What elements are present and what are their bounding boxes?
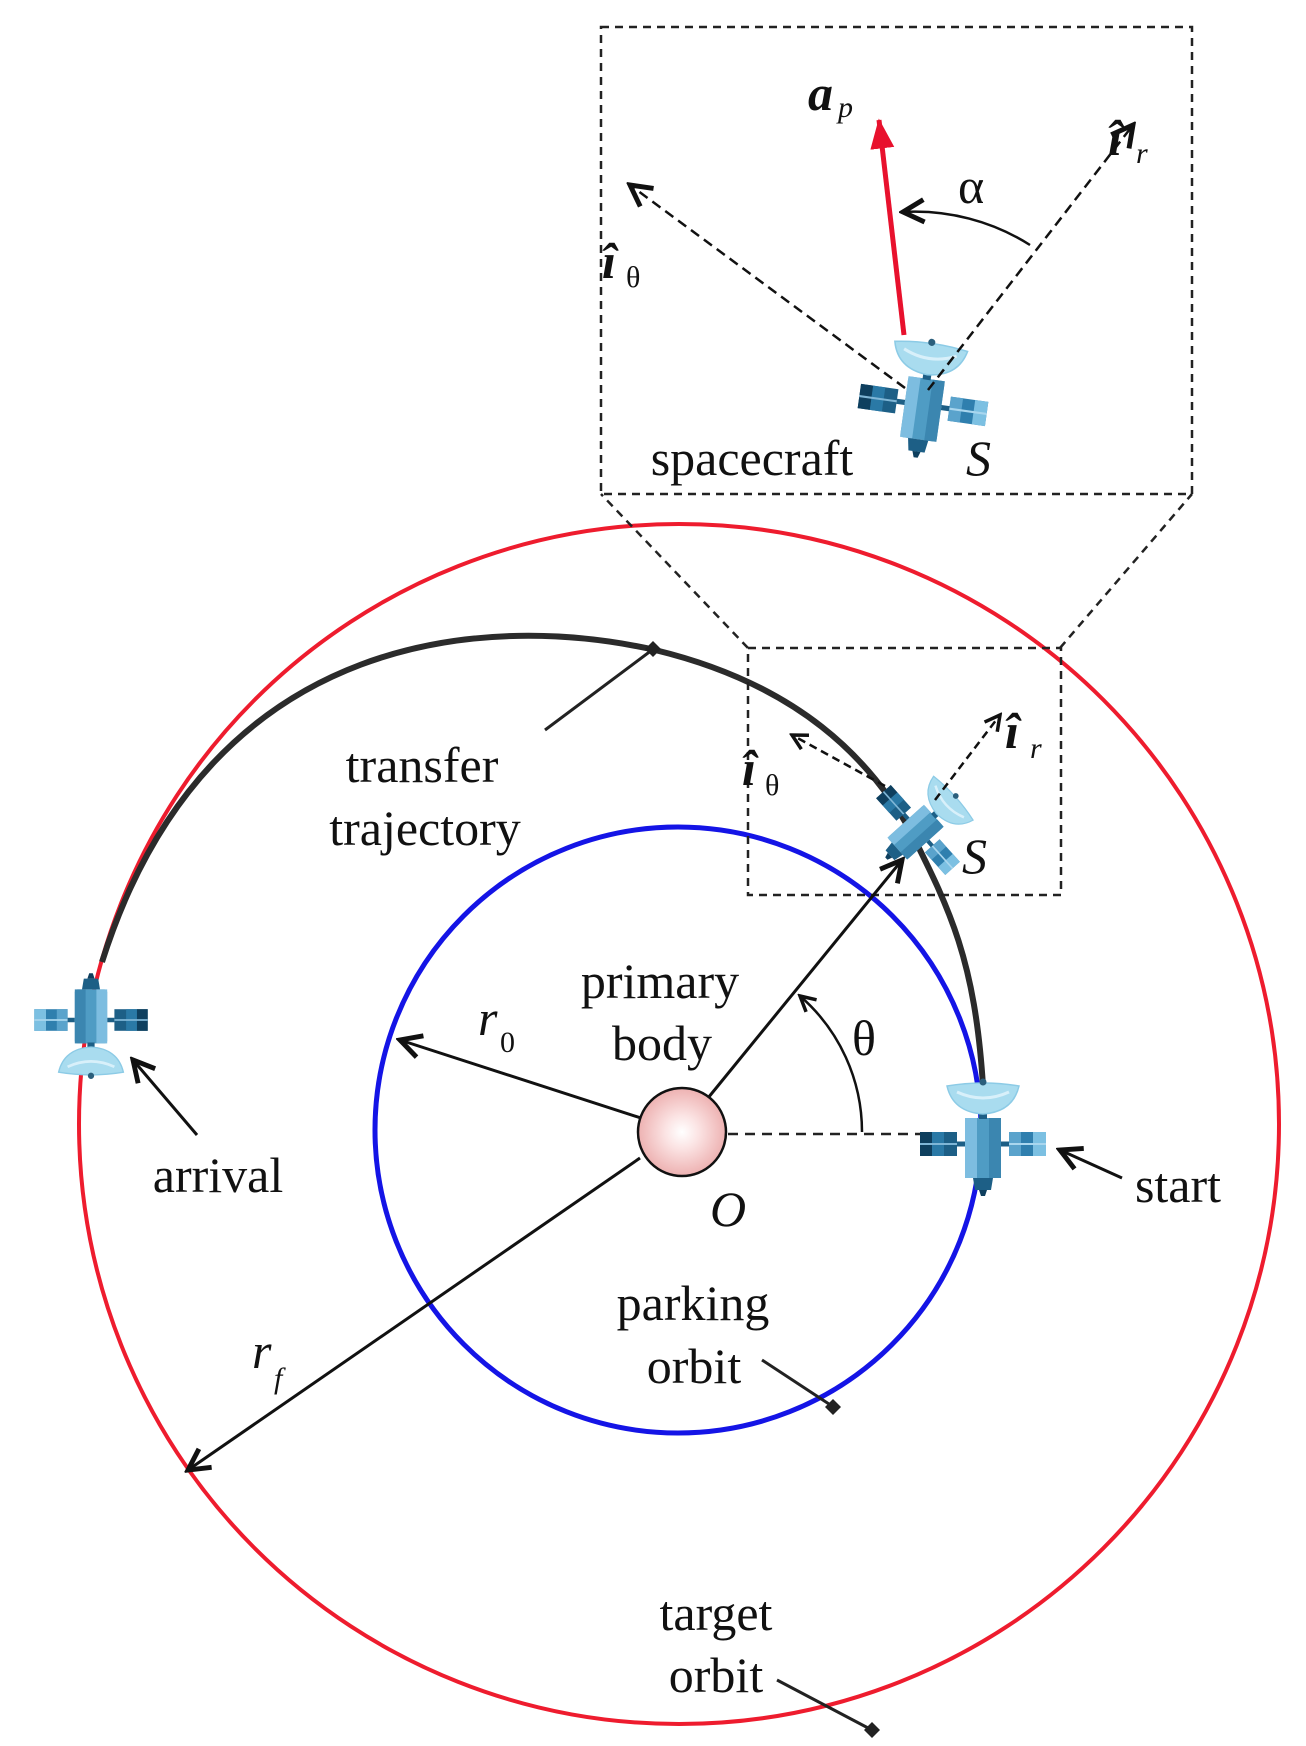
target-orbit-label-line1: target xyxy=(660,1585,773,1641)
small-ir-vector xyxy=(934,715,1000,801)
small-itheta-label: î xyxy=(742,740,759,796)
parking-orbit-label-line2: orbit xyxy=(647,1338,742,1394)
target-leader xyxy=(776,1678,871,1731)
zoom-connector-right xyxy=(1059,493,1193,649)
start-label: start xyxy=(1135,1157,1221,1213)
small-itheta-vector xyxy=(792,735,886,788)
spacecraft-icon xyxy=(920,1079,1046,1197)
zoom-box xyxy=(746,646,1063,897)
arrival-pointer xyxy=(133,1060,199,1136)
ap-label: a xyxy=(808,65,833,121)
primary-body-label-line2: body xyxy=(612,1015,712,1071)
arrival-label: arrival xyxy=(153,1147,283,1203)
transfer-label-line1: transfer xyxy=(346,737,499,793)
zoom-connector-left xyxy=(600,493,749,649)
transfer-leader xyxy=(544,648,653,732)
inset-ir-subscript: r xyxy=(1136,137,1148,170)
inset-ir-vector xyxy=(927,125,1133,391)
radius-r0-arrow xyxy=(400,1040,679,1132)
primary-body-label-line1: primary xyxy=(581,953,739,1009)
theta-arc xyxy=(800,996,864,1133)
theta-label: θ xyxy=(852,1010,876,1066)
spacecraft-label: spacecraft xyxy=(651,430,854,486)
primary-body-icon xyxy=(636,1086,728,1178)
rf-subscript: f xyxy=(274,1362,286,1395)
small-itheta-subscript: θ xyxy=(765,769,779,802)
inset-itheta-vector xyxy=(630,185,906,390)
transfer-label-line2: trajectory xyxy=(329,800,521,856)
inset-ir-label: î xyxy=(1108,110,1125,166)
start-pointer xyxy=(1060,1150,1123,1180)
inset-itheta-label: î xyxy=(602,233,619,289)
ap-subscript: p xyxy=(836,91,853,124)
alpha-label: α xyxy=(958,158,984,214)
inset-itheta-subscript: θ xyxy=(626,261,640,294)
spacecraft-S-label: S xyxy=(962,828,987,884)
inset-box xyxy=(599,25,1194,496)
target-orbit-marker xyxy=(864,1722,880,1738)
origin-label: O xyxy=(710,1181,746,1237)
transfer-trajectory xyxy=(99,632,986,1087)
small-ir-subscript: r xyxy=(1030,732,1042,765)
radius-rf-arrow xyxy=(188,1156,641,1470)
inset-spacecraft-S-label: S xyxy=(966,430,991,486)
target-orbit-label-line2: orbit xyxy=(669,1647,764,1703)
parking-leader xyxy=(761,1358,833,1408)
rf-label: r xyxy=(252,1323,272,1379)
radius-to-spacecraft-arrow xyxy=(706,860,902,1099)
spacecraft-icon xyxy=(34,973,147,1079)
r0-label: r xyxy=(478,990,498,1046)
parking-orbit-label-line1: parking xyxy=(617,1275,770,1331)
thrust-vector-ap xyxy=(870,118,907,336)
r0-subscript: 0 xyxy=(500,1026,515,1059)
small-ir-label: î xyxy=(1005,703,1022,759)
target-orbit xyxy=(77,522,1281,1726)
alpha-arc xyxy=(903,212,1031,247)
